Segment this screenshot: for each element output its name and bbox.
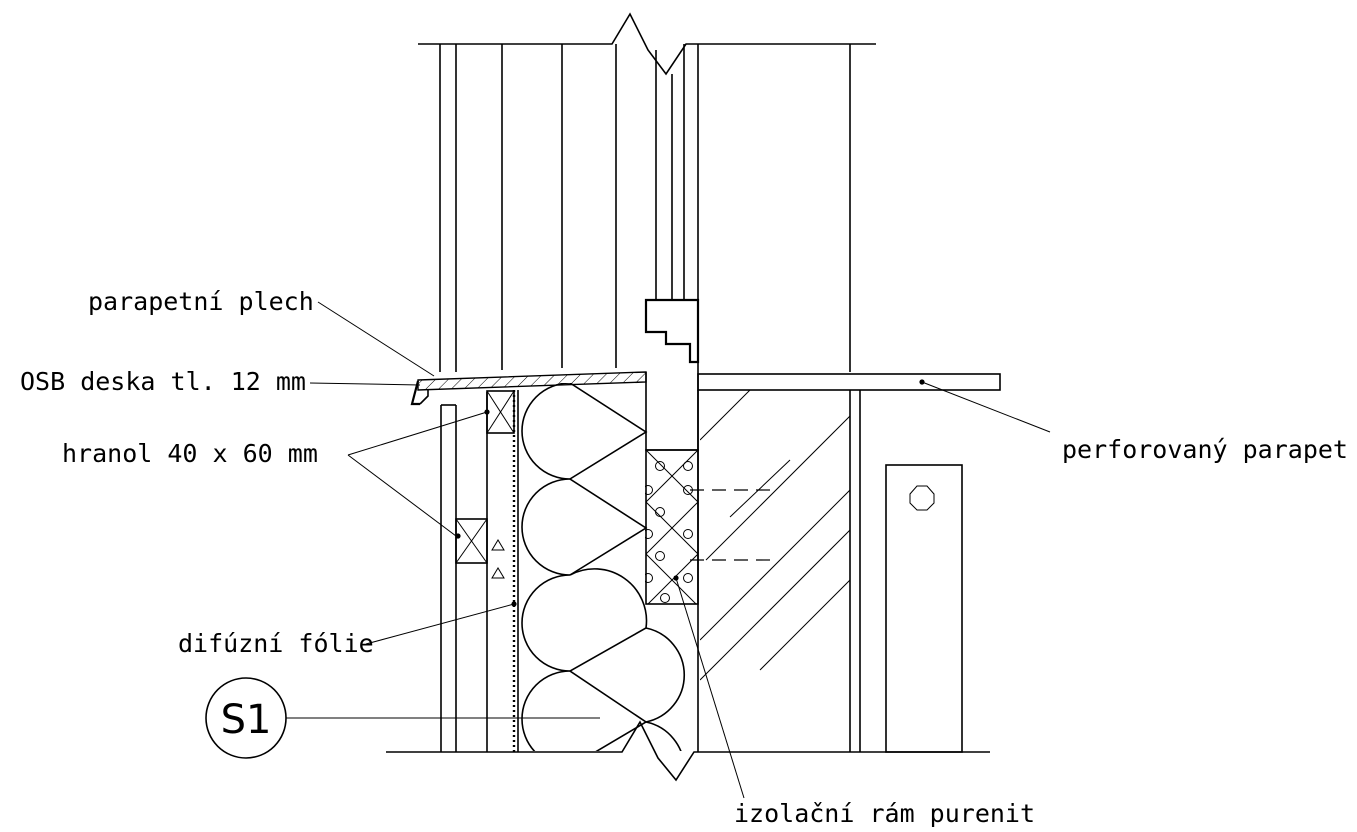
label-timber-batten: hranol 40 x 60 mm [62, 439, 318, 468]
label-perforated-parapet: perforovaný parapet [1062, 435, 1348, 464]
label-parapet-sheet: parapetní plech [88, 287, 314, 316]
label-insulation-frame: izolační rám purenit [734, 799, 1035, 828]
label-diffusion-foil: difúzní fólie [178, 629, 374, 658]
top-break-line [418, 12, 876, 76]
window-sill-profile [644, 298, 700, 451]
bottom-break-line [386, 720, 990, 782]
lower-wall [386, 383, 990, 782]
perforated-parapet-board [697, 373, 1001, 391]
leader-lines [286, 301, 1051, 799]
section-tag-text: S1 [221, 697, 272, 743]
label-osb-board: OSB deska tl. 12 mm [20, 367, 306, 396]
section-tag: S1 [205, 677, 287, 759]
parapet-sheet [410, 371, 647, 406]
